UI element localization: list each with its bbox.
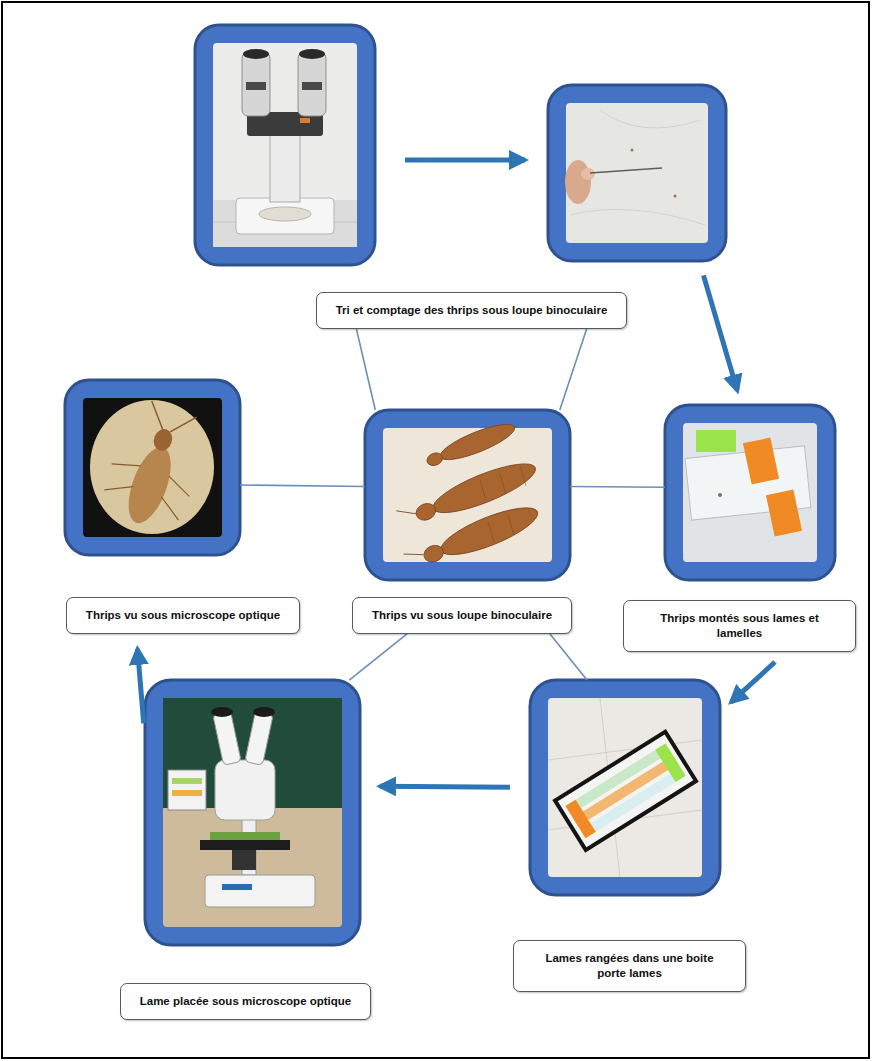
photo-needle-sorting xyxy=(548,85,726,261)
link-line xyxy=(349,634,407,680)
link-line xyxy=(356,329,375,410)
flow-arrow xyxy=(704,275,738,390)
flow-arrow xyxy=(380,786,510,787)
photo-frame-area xyxy=(548,85,726,261)
caption-text: Thrips montés sous lames et lamelles xyxy=(642,611,837,641)
photo-step: Lame placée sous microscope optique xyxy=(120,680,371,1020)
photo-step: Thrips montés sous lames et lamelles xyxy=(623,405,857,652)
photo-frame-area xyxy=(195,25,375,265)
photo-thrips-binocular-view xyxy=(365,410,570,580)
photo-optical-microscope xyxy=(145,680,360,945)
photo-step: Lames rangées dans une boite porte lames xyxy=(513,680,747,992)
link-line xyxy=(550,634,587,680)
photo-slide-box xyxy=(530,680,720,895)
caption-box: Tri et comptage des thrips sous loupe bi… xyxy=(316,292,627,329)
flow-arrow xyxy=(731,662,775,702)
photo-frame-area xyxy=(145,680,360,945)
photo-mounted-slides xyxy=(665,405,835,580)
photo-frame-area xyxy=(530,680,720,895)
link-line xyxy=(560,329,587,410)
caption-text: Thrips vu sous microscope optique xyxy=(85,608,281,623)
caption-box: Lames rangées dans une boite porte lames xyxy=(513,940,746,992)
caption-box: Thrips vu sous loupe binoculaire xyxy=(352,597,572,634)
photo-frame-area xyxy=(365,410,570,580)
caption-text: Lames rangées dans une boite porte lames xyxy=(532,951,727,981)
flow-arrow xyxy=(138,649,144,724)
caption-text: Lame placée sous microscope optique xyxy=(139,994,352,1009)
link-line xyxy=(570,486,665,488)
photo-stereo-microscope xyxy=(195,25,375,265)
caption-text: Tri et comptage des thrips sous loupe bi… xyxy=(335,303,608,318)
photo-frame-area xyxy=(65,380,240,555)
caption-text: Thrips vu sous loupe binoculaire xyxy=(371,608,553,623)
photo-step: Tri et comptage des thrips sous loupe bi… xyxy=(195,25,726,329)
link-line xyxy=(240,485,365,487)
caption-box: Thrips vu sous microscope optique xyxy=(66,597,300,634)
photo-step: Thrips vu sous loupe binoculaire xyxy=(352,410,572,634)
caption-box: Thrips montés sous lames et lamelles xyxy=(623,600,856,652)
flow-arrow xyxy=(405,158,525,163)
caption-box: Lame placée sous microscope optique xyxy=(120,983,371,1020)
photo-thrips-microscope-view xyxy=(65,380,240,555)
photo-frame-area xyxy=(665,405,835,580)
photo-step: Thrips vu sous microscope optique xyxy=(65,380,300,634)
